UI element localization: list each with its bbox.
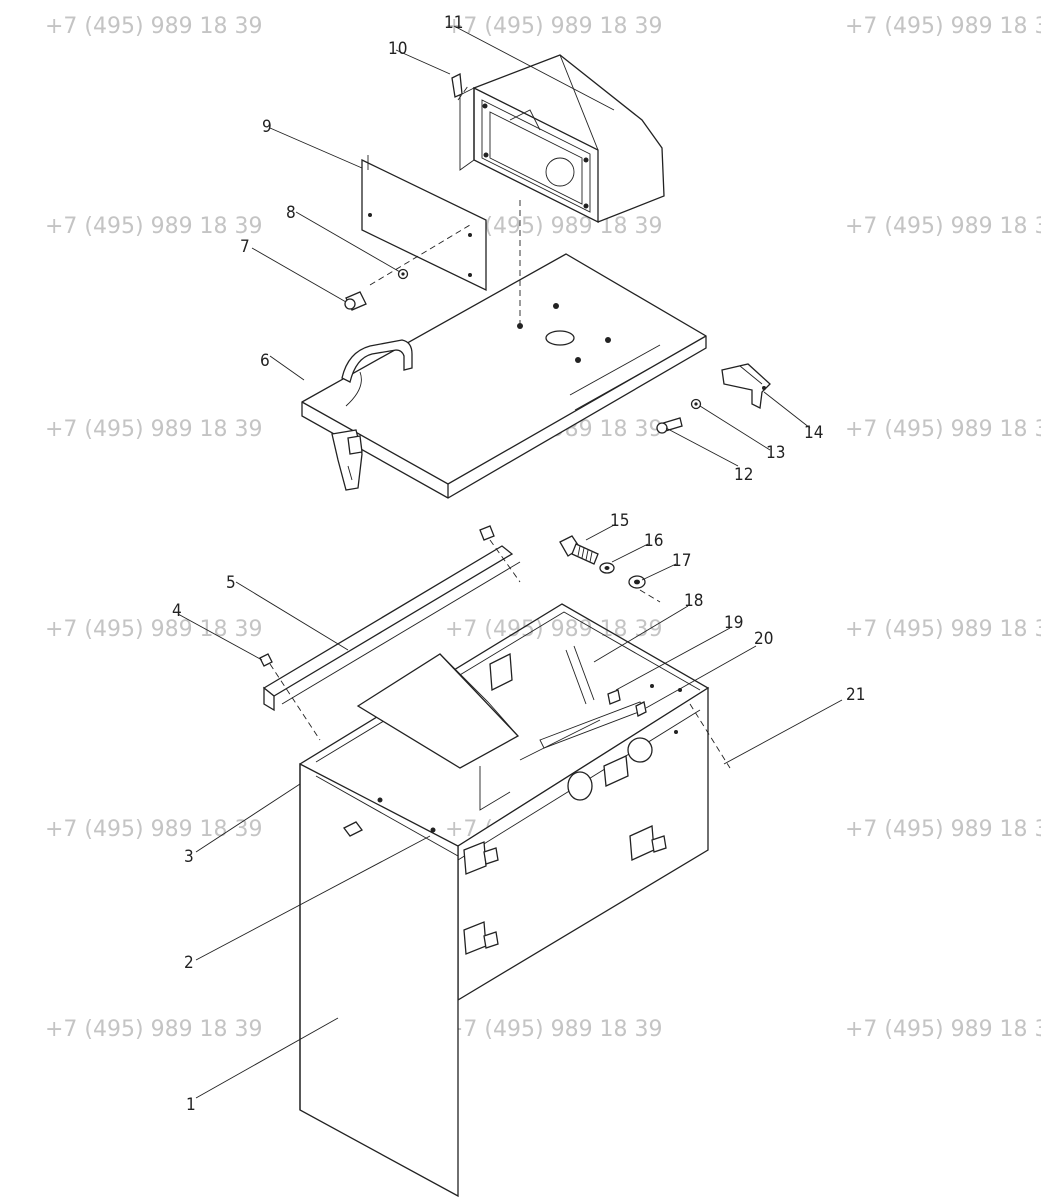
callout-18: 18 bbox=[684, 591, 703, 611]
watermark-text: +7 (495) 989 18 39 bbox=[45, 617, 263, 642]
part-17-washer bbox=[628, 575, 646, 589]
callout-1: 1 bbox=[186, 1095, 196, 1115]
callout-14: 14 bbox=[804, 423, 823, 443]
watermark-text: +7 (495) 989 18 39 bbox=[445, 617, 663, 642]
part-top-stud bbox=[479, 525, 495, 541]
callout-12: 12 bbox=[734, 465, 753, 485]
main-cabinet bbox=[299, 603, 710, 1198]
part-7-screw bbox=[344, 291, 367, 311]
part-13-washer bbox=[690, 398, 702, 410]
part-10-pin bbox=[451, 72, 463, 98]
callout-9: 9 bbox=[262, 117, 272, 137]
callout-19: 19 bbox=[724, 613, 743, 633]
callout-8: 8 bbox=[286, 203, 296, 223]
watermark-text: +7 (495) 989 18 39 bbox=[845, 214, 1041, 239]
callout-10: 10 bbox=[388, 39, 407, 59]
part-5-rail bbox=[262, 545, 521, 712]
callout-20: 20 bbox=[754, 629, 773, 649]
watermark-text: +7 (495) 989 18 39 bbox=[445, 14, 663, 39]
callout-3: 3 bbox=[184, 847, 194, 867]
callout-15: 15 bbox=[610, 511, 629, 531]
callout-2: 2 bbox=[184, 953, 194, 973]
watermark-text: +7 (495) 989 18 39 bbox=[845, 817, 1041, 842]
part-8-washer bbox=[397, 268, 409, 280]
watermark-text: +7 (495) 989 18 39 bbox=[845, 14, 1041, 39]
callout-17: 17 bbox=[672, 551, 691, 571]
watermark-text: +7 (495) 989 18 39 bbox=[45, 1017, 263, 1042]
part-9-cover-plate bbox=[361, 155, 487, 292]
callout-4: 4 bbox=[172, 601, 182, 621]
part-14-bracket bbox=[721, 363, 771, 409]
part-4-stud bbox=[259, 653, 273, 667]
leader-lines bbox=[177, 25, 843, 1099]
callout-16: 16 bbox=[644, 531, 663, 551]
watermark-text: +7 (495) 989 18 39 bbox=[45, 14, 263, 39]
part-16-nut bbox=[599, 562, 615, 574]
watermark-text: +7 (495) 989 18 39 bbox=[845, 417, 1041, 442]
callout-21: 21 bbox=[846, 685, 865, 705]
callout-6: 6 bbox=[260, 351, 270, 371]
watermark-text: +7 (495) 989 18 39 bbox=[845, 617, 1041, 642]
part-15-bolt bbox=[559, 535, 599, 565]
watermark-text: +7 (495) 989 18 39 bbox=[45, 214, 263, 239]
watermark-text: +7 (495) 989 18 39 bbox=[445, 1017, 663, 1042]
watermark-text: +7 (495) 989 18 39 bbox=[45, 417, 263, 442]
callout-7: 7 bbox=[240, 237, 250, 257]
part-12-bolt bbox=[656, 417, 683, 434]
watermark-text: +7 (495) 989 18 39 bbox=[45, 817, 263, 842]
part-6-table-plate bbox=[301, 253, 707, 499]
watermark-text: +7 (495) 989 18 39 bbox=[845, 1017, 1041, 1042]
callout-13: 13 bbox=[766, 443, 785, 463]
callout-labels: 1 2 3 4 5 6 7 8 9 10 11 12 13 14 15 16 1… bbox=[172, 13, 865, 1115]
part-11-control-box bbox=[459, 54, 665, 224]
callout-11: 11 bbox=[444, 13, 463, 33]
callout-5: 5 bbox=[226, 573, 236, 593]
